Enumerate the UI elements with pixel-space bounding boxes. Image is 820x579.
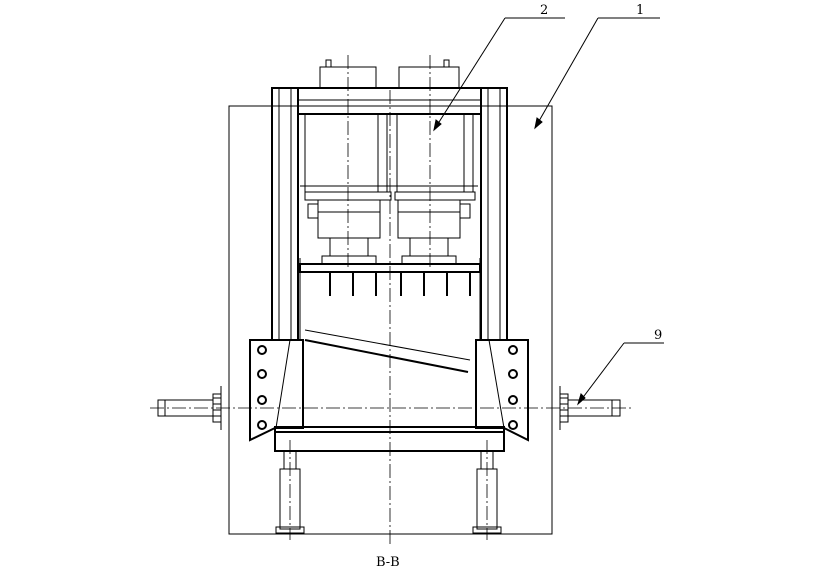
centerlines [150, 55, 632, 545]
leader-lines [433, 17, 664, 406]
drive-motors [300, 113, 478, 201]
support-legs [275, 450, 502, 534]
section-label: B-B [376, 555, 400, 570]
top-crossbeam [297, 87, 482, 115]
gearboxes [307, 199, 471, 265]
outer-housing [228, 105, 553, 535]
callout-2-label: 2 [540, 3, 548, 18]
base-tray [274, 426, 505, 452]
callout-9-label: 9 [654, 328, 662, 343]
side-brackets [249, 339, 529, 442]
top-caps [319, 59, 460, 89]
callout-1-label: 1 [636, 3, 644, 18]
inner-chamber [299, 258, 481, 373]
column-posts [271, 87, 508, 341]
